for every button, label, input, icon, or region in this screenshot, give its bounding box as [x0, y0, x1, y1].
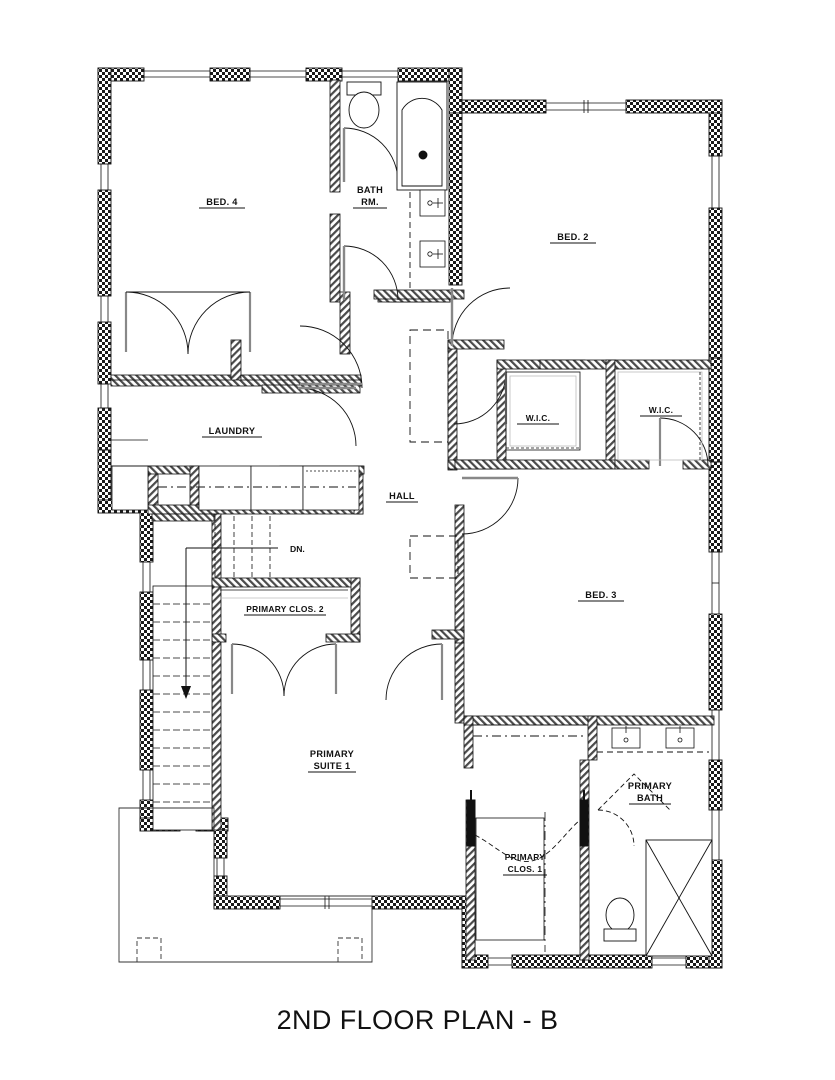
room-label-hall: HALL	[386, 491, 418, 503]
toilet-bathrm	[346, 81, 382, 129]
annotation-dn-label: DN.	[290, 544, 305, 554]
room-label-laundry: LAUNDRY	[202, 426, 262, 438]
sheet-title: 2ND FLOOR PLAN - B	[276, 1005, 559, 1035]
room-label-text: PRIMARY	[505, 852, 546, 862]
room-label-bed3: BED. 3	[578, 590, 624, 602]
deck-outline	[118, 807, 373, 963]
sink-primary-right	[665, 726, 695, 749]
plan-svg: BED. 4 BATH RM. BED. 2 W.I.C. W.I.C.	[97, 67, 723, 969]
room-label-wic-left: W.I.C.	[517, 413, 559, 425]
room-label-text: BED. 2	[557, 232, 588, 242]
room-label-primary-clos-2: PRIMARY CLOS. 2	[244, 604, 326, 616]
room-label-text: LAUNDRY	[209, 426, 256, 436]
room-label-wic-right: W.I.C.	[640, 405, 682, 417]
room-label-bathrm: BATH RM.	[353, 185, 387, 209]
washer-laundry	[198, 465, 252, 511]
overhead-dashed-outlines	[409, 329, 459, 579]
bathtub-bathrm	[396, 81, 448, 191]
sink-primary-left	[611, 726, 641, 749]
shower-primary-bath	[645, 839, 713, 957]
room-label-text: BATH	[357, 185, 383, 195]
room-label-bed4: BED. 4	[199, 197, 245, 209]
counter-laundry	[302, 465, 360, 511]
sink-bathrm-lower	[419, 240, 446, 268]
room-label-primary-suite-1: PRIMARY SUITE 1	[308, 749, 356, 773]
room-label-text: PRIMARY	[310, 749, 354, 759]
room-label-text: W.I.C.	[649, 405, 674, 415]
room-label-primary-clos-1: PRIMARY CLOS. 1	[503, 852, 547, 876]
room-label-bed2: BED. 2	[550, 232, 596, 244]
annotation-dn: DN.	[186, 544, 305, 554]
fixtures	[111, 81, 713, 957]
sink-bathrm-upper	[419, 189, 446, 217]
dryer-laundry	[250, 465, 304, 511]
detail-lines	[111, 439, 588, 832]
room-label-text: W.I.C.	[526, 413, 551, 423]
interior-walls	[110, 79, 715, 961]
stair-run	[152, 516, 271, 831]
room-label-text: PRIMARY CLOS. 2	[246, 604, 324, 614]
room-label-text-2: CLOS. 1	[508, 864, 543, 874]
room-label-text: PRIMARY	[628, 781, 672, 791]
room-labels: BED. 4 BATH RM. BED. 2 W.I.C. W.I.C.	[199, 185, 682, 876]
room-label-text: BED. 3	[585, 590, 616, 600]
room-label-text: HALL	[389, 491, 415, 501]
room-label-text-2: SUITE 1	[314, 761, 351, 771]
room-label-text-2: RM.	[361, 197, 379, 207]
floor-plan-drawing: BED. 4 BATH RM. BED. 2 W.I.C. W.I.C.	[97, 67, 723, 969]
room-label-text-2: BATH	[637, 793, 663, 803]
room-label-primary-bath: PRIMARY BATH	[628, 781, 672, 805]
room-label-text: BED. 4	[206, 197, 238, 207]
closet-rod-caps	[466, 790, 589, 847]
toilet-primary-bath	[603, 897, 637, 942]
